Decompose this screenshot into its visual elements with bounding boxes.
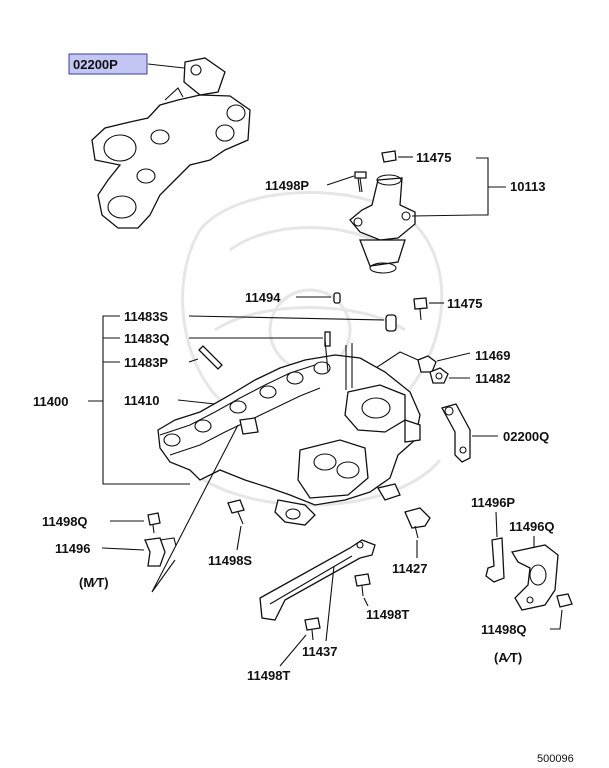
callout-11498T-right[interactable]: 11498T [366,607,409,622]
leader-11410 [177,399,216,405]
callout-11498Q-left[interactable]: 11498Q [42,514,88,529]
intake-manifold-drawing [157,339,421,526]
callout-11496[interactable]: 11496 [55,541,90,556]
leader-10113 [411,214,477,217]
callout-11498P[interactable]: 11498P [265,178,309,193]
leader-11483P [188,358,199,363]
callout-11400[interactable]: 11400 [33,394,68,409]
part-nuts-drawing [417,355,449,384]
callout-02200Q[interactable]: 02200Q [503,429,549,444]
part-11427-drawing [404,507,431,539]
callout-11410[interactable]: 11410 [124,393,159,408]
variant-mt: (M∕T) [79,575,109,590]
callout-11483S[interactable]: 11483S [124,309,168,324]
leader-11498Q-right [550,609,563,630]
callout-11482[interactable]: 11482 [475,371,510,386]
leader-11498T-bottom [279,634,307,667]
part-10113-drawing [349,150,416,274]
callout-highlight [68,53,148,75]
leader-11496 [101,547,145,551]
leader-02200P [147,63,185,69]
leader-mt [151,424,239,593]
leader-11437 [325,565,335,642]
part-11498S-drawing [227,499,245,525]
callout-10113[interactable]: 10113 [510,179,545,194]
leader-11496P [495,511,498,538]
callout-11494[interactable]: 11494 [245,290,281,305]
part-02200Q-drawing [441,403,471,463]
callout-11483Q[interactable]: 11483Q [124,331,170,346]
callout-11498Q-right[interactable]: 11498Q [481,622,527,637]
variant-at: (A∕T) [494,650,522,665]
part-11483-pins-drawing [198,314,397,370]
callout-11496Q[interactable]: 11496Q [509,519,555,534]
leader-11469 [436,352,471,362]
leader-11498S [236,525,242,551]
part-11496-mt-drawing [144,512,177,567]
part-11494-drawing [333,292,428,321]
callout-11483P[interactable]: 11483P [124,355,168,370]
callout-11496P[interactable]: 11496P [471,495,515,510]
callout-11475-mid[interactable]: 11475 [447,296,482,311]
callout-11437[interactable]: 11437 [302,644,337,659]
callout-11498S[interactable]: 11498S [208,553,252,568]
callout-02200P[interactable]: 02200P [73,57,118,72]
callout-11475-top[interactable]: 11475 [416,150,451,165]
bracket-10113 [476,157,506,216]
leader-11483S [188,315,385,321]
diagram-id: 500096 [537,753,574,765]
part-11437-drawing [259,539,376,641]
callout-11427[interactable]: 11427 [392,561,427,576]
leader-11498P [326,175,355,186]
callout-11498T-bottom[interactable]: 11498T [247,668,290,683]
part-02200P-drawing [91,57,251,229]
leader-11498T-right [363,597,369,607]
part-11496-at-drawing [485,537,573,611]
bracket-11400 [88,315,190,485]
callout-11469[interactable]: 11469 [475,348,510,363]
